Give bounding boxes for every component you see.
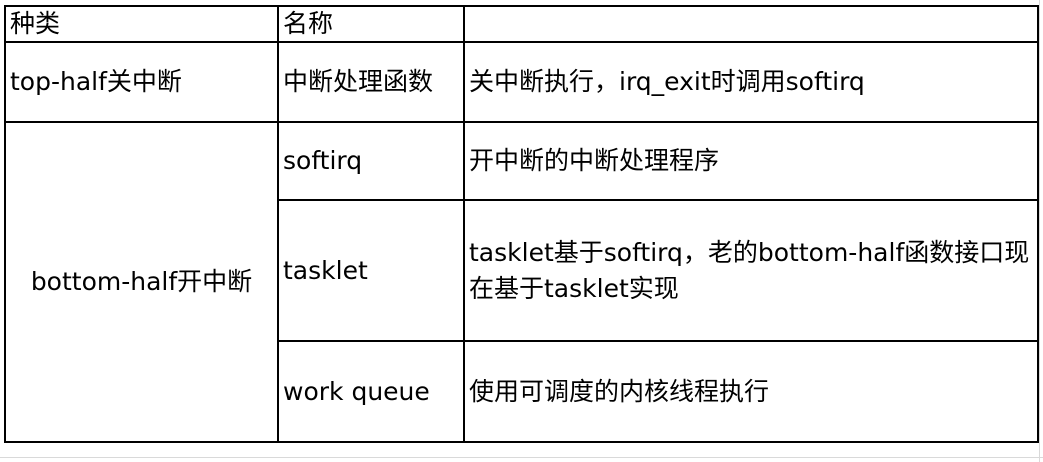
- table-header-row: 种类 名称: [4, 5, 1039, 43]
- header-category[interactable]: 种类: [4, 5, 279, 43]
- cell-description[interactable]: tasklet基于softirq，老的bottom-half函数接口现在基于ta…: [463, 199, 1039, 342]
- table-row: top-half关中断 中断处理函数 关中断执行，irq_exit时调用soft…: [4, 41, 1039, 123]
- table-row: bottom-half开中断 softirq 开中断的中断处理程序: [4, 121, 1039, 443]
- cell-name[interactable]: 中断处理函数: [277, 41, 465, 123]
- cell-name[interactable]: softirq: [277, 121, 465, 201]
- cell-name[interactable]: tasklet: [277, 199, 465, 342]
- cell-description[interactable]: 开中断的中断处理程序: [463, 121, 1039, 201]
- cell-category[interactable]: top-half关中断: [4, 41, 279, 123]
- table-row: work queue 使用可调度的内核线程执行: [5, 340, 1039, 443]
- cell-description[interactable]: 使用可调度的内核线程执行: [463, 340, 1039, 443]
- table-row: tasklet tasklet基于softirq，老的bottom-half函数…: [5, 199, 1039, 342]
- cell-name[interactable]: work queue: [277, 340, 465, 443]
- header-name[interactable]: 名称: [277, 5, 465, 43]
- sheet-gridline: [1039, 0, 1040, 462]
- cell-category[interactable]: bottom-half开中断: [4, 121, 279, 443]
- interrupt-types-table: 种类 名称 top-half关中断 中断处理函数 关中断执行，irq_exit时…: [4, 5, 1039, 443]
- cell-description[interactable]: 关中断执行，irq_exit时调用softirq: [463, 41, 1039, 123]
- sheet-gridline: [0, 457, 1043, 458]
- header-description[interactable]: [463, 5, 1039, 43]
